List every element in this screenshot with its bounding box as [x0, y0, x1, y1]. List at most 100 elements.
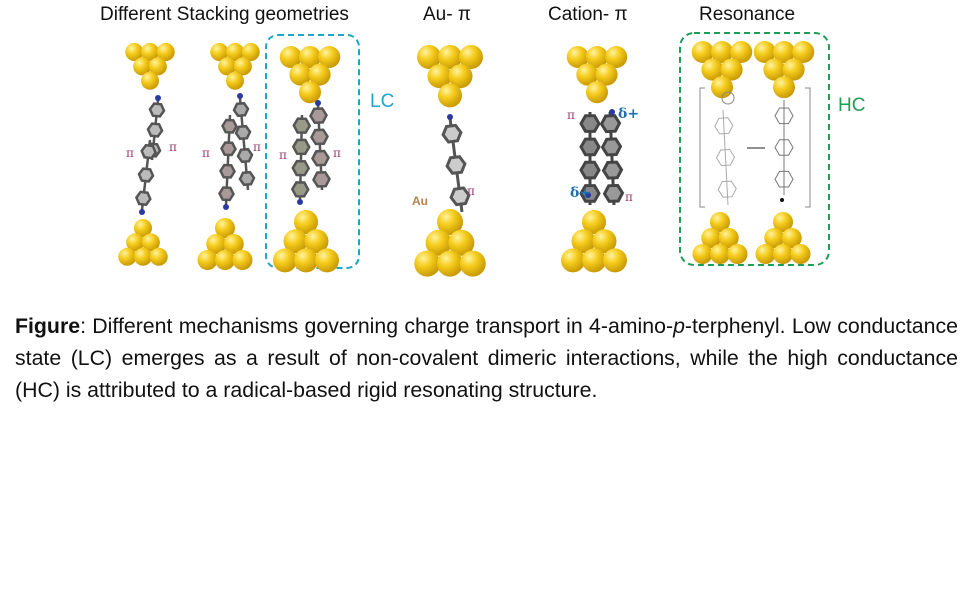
nitrogen-atom — [237, 93, 243, 99]
gold-cluster — [273, 210, 339, 273]
caption-text-2: -terphenyl. Low conductance state (LC) e… — [15, 314, 958, 402]
gold-cluster — [125, 43, 175, 90]
caption-italic: p — [673, 314, 685, 338]
benzene-ring — [291, 138, 311, 156]
benzene-ring — [146, 122, 164, 138]
gold-atom — [755, 244, 776, 264]
gold-atom — [720, 58, 743, 81]
lc-box — [265, 34, 360, 269]
radical-dot — [780, 198, 784, 202]
gold-atom — [718, 228, 739, 248]
resonance-structure — [699, 87, 811, 208]
benzene-ring — [232, 101, 250, 118]
benzene-ring — [290, 181, 310, 198]
benzene-ring — [774, 107, 794, 125]
gold-cluster — [417, 45, 483, 108]
gold-cluster — [755, 212, 811, 264]
nitrogen-atom — [585, 192, 591, 198]
gold-cluster — [197, 218, 253, 270]
gold-atom — [141, 71, 159, 90]
gold-atom — [459, 250, 486, 277]
lc-label: LC — [370, 91, 394, 112]
benzene-ring — [292, 117, 312, 134]
nitrogen-atom — [155, 95, 161, 101]
gold-atom — [233, 57, 252, 76]
pi-label: π — [333, 146, 341, 160]
gold-atom — [764, 228, 785, 248]
gold-atom — [701, 58, 724, 81]
gold-atom — [417, 45, 441, 69]
gold-cluster — [414, 209, 486, 277]
benzene-ring — [311, 149, 330, 167]
gold-cluster — [561, 210, 627, 273]
benzene-ring — [312, 171, 331, 188]
gold-atom — [289, 63, 312, 86]
gold-atom — [273, 248, 297, 273]
benzene-ring — [137, 167, 155, 183]
benzene-ring — [599, 114, 622, 134]
benzene-ring — [236, 147, 254, 164]
benzene-ring — [134, 190, 152, 207]
benzene-ring — [148, 102, 166, 118]
gold-atom — [210, 43, 229, 61]
pi-label: π — [202, 146, 210, 160]
gold-atom — [299, 46, 321, 68]
pi-label: π — [169, 140, 177, 154]
gold-atom — [279, 46, 302, 68]
gold-atom — [790, 244, 811, 264]
pi-label: π — [625, 190, 633, 204]
nitrogen-atom — [447, 114, 453, 120]
pi-label: π — [467, 184, 475, 198]
gold-atom — [308, 63, 331, 86]
gold-atom — [691, 41, 714, 63]
gold-atom — [318, 46, 341, 68]
caption-text-1: : Different mechanisms governing charge … — [80, 314, 674, 338]
nitrogen-atom — [223, 204, 229, 210]
gold-atom — [425, 229, 452, 256]
benzene-ring — [309, 107, 328, 124]
gold-atom — [141, 233, 160, 252]
gold-atom — [218, 57, 237, 76]
gold-atom — [438, 45, 462, 69]
gold-atom — [437, 209, 463, 235]
gold-atom — [226, 43, 244, 61]
title-au-pi: Au- π — [423, 4, 471, 25]
molecules — [134, 93, 794, 215]
gold-atom — [576, 63, 599, 86]
gold-atom — [711, 76, 733, 99]
gold-atom — [701, 228, 722, 248]
nitrogen-atom — [609, 109, 615, 115]
gold-atom — [215, 250, 235, 270]
pi-label: π — [279, 148, 287, 162]
gold-atom — [241, 43, 260, 61]
gold-atom — [773, 41, 795, 63]
figure-illustration: Different Stacking geometries Au- π Cati… — [100, 4, 865, 277]
hc-box — [679, 32, 830, 266]
gold-atom — [148, 57, 167, 76]
gold-atom — [134, 219, 152, 237]
pi-label: π — [567, 108, 575, 122]
benzene-ring — [715, 148, 736, 167]
gold-atom — [710, 212, 730, 232]
gold-atom — [781, 228, 802, 248]
gold-atom — [304, 229, 329, 254]
gold-atom — [134, 247, 152, 266]
benzene-ring — [600, 137, 623, 157]
gold-atom — [710, 244, 730, 264]
gold-atom — [603, 248, 627, 273]
benzene-ring — [218, 186, 235, 202]
caption-label: Figure — [15, 314, 81, 338]
gold-atom — [294, 210, 318, 234]
gold-atom — [592, 229, 617, 254]
delta-plus-label: δ+ — [618, 106, 639, 122]
gold-atom — [438, 83, 462, 108]
gold-atom — [427, 64, 452, 89]
gold-atom — [133, 57, 152, 76]
gold-atom — [448, 64, 473, 89]
gold-atom — [118, 247, 137, 266]
gold-atom — [283, 229, 308, 254]
title-resonance: Resonance — [699, 4, 795, 25]
gold-atom — [566, 46, 589, 68]
gold-cluster — [279, 46, 341, 104]
gold-atom — [773, 76, 795, 99]
